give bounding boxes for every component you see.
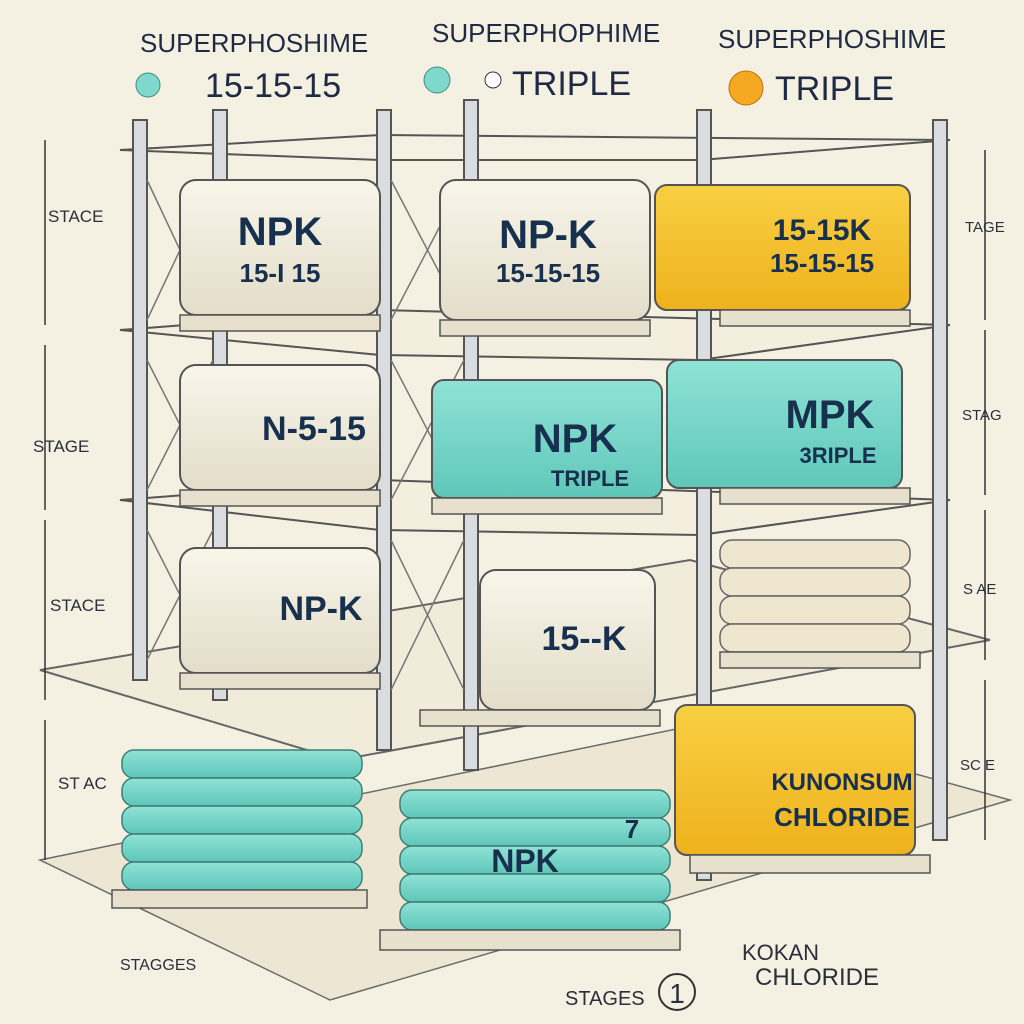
footer-kokan-label: KOKAN [742, 940, 819, 965]
teal-dot-icon [424, 67, 450, 93]
left-side-labels: STACE STAGE STACE ST AC [33, 207, 107, 793]
left-label-1: STACE [48, 207, 103, 226]
pallet [690, 855, 930, 873]
bag-label-main: NPK [533, 417, 618, 461]
pallet [720, 652, 920, 668]
upright [133, 120, 147, 680]
floor-center-bag-number: 7 [625, 814, 639, 844]
stacked-sacks [720, 540, 910, 652]
pallet [720, 310, 910, 326]
bag-label-sub: TRIPLE [551, 466, 629, 491]
right-label-4: SC E [960, 757, 995, 774]
shelf-row-1: NPK 15-I 15 NP-K 15-15-15 15-15K 15-15-1… [180, 180, 910, 320]
column3-title: SUPERPHOSHIME [718, 24, 946, 54]
right-label-3: S AE [963, 581, 996, 598]
left-label-4: ST AC [58, 774, 107, 793]
column3-subtitle: TRIPLE [775, 70, 894, 108]
footer-left-label: STAGGES [120, 957, 196, 974]
right-label-2: STAG [962, 407, 1002, 424]
column2-title: SUPERPHOPHIME [432, 18, 660, 48]
floor-right-bag-label-line2: CHLORIDE [774, 802, 910, 832]
pallet [420, 710, 660, 726]
header: SUPERPHOSHIME SUPERPHOPHIME SUPERPHOSHIM… [136, 18, 946, 108]
left-label-3: STACE [50, 596, 105, 615]
pallet [440, 320, 650, 336]
shelf-deck-top [120, 135, 950, 160]
bag-label-main: NPK [238, 210, 323, 254]
pallet [180, 315, 380, 331]
bag-label-main: MPK [786, 393, 875, 437]
pallet [720, 488, 910, 504]
column1-title: SUPERPHOSHIME [140, 28, 368, 58]
stage-number: 1 [669, 978, 685, 1009]
bag-label-main: NP-K [279, 590, 363, 628]
pallet [180, 490, 380, 506]
left-label-2: STAGE [33, 437, 89, 456]
orange-dot-icon [729, 71, 763, 105]
right-label-1: TAGE [965, 219, 1005, 236]
upright [933, 120, 947, 840]
bag-label-sub: 15-I 15 [240, 258, 321, 288]
bag-label-sub: 15-15-15 [770, 248, 874, 278]
bag-label-main: 15--K [541, 620, 626, 658]
white-dot-icon [485, 72, 501, 88]
pallet [112, 890, 367, 908]
bag-label-sub: 3RIPLE [799, 443, 876, 468]
bag-label-main: NP-K [499, 213, 597, 257]
bag-label-main: 15-15K [773, 214, 872, 247]
floor-center-bag-label: NPK [491, 843, 559, 879]
footer-chloride-label: CHLORIDE [755, 964, 879, 991]
bag-label-sub: 15-15-15 [496, 258, 600, 288]
pallet [432, 498, 662, 514]
teal-sack-stack-left [122, 750, 362, 890]
bag-label-main: N-5-15 [262, 410, 366, 448]
pallet [180, 673, 380, 689]
shelf-row-2: N-5-15 NPK TRIPLE MPK 3RIPLE [180, 360, 902, 498]
pallet [380, 930, 680, 950]
column2-subtitle: TRIPLE [512, 65, 631, 103]
footer-stages-label: STAGES [565, 988, 645, 1010]
right-side-labels: TAGE STAG S AE SC E [960, 219, 1005, 774]
column1-subtitle: 15-15-15 [205, 67, 341, 105]
floor-right-bag-label-line1: KUNONSUM [771, 769, 912, 796]
teal-dot-icon [136, 73, 160, 97]
